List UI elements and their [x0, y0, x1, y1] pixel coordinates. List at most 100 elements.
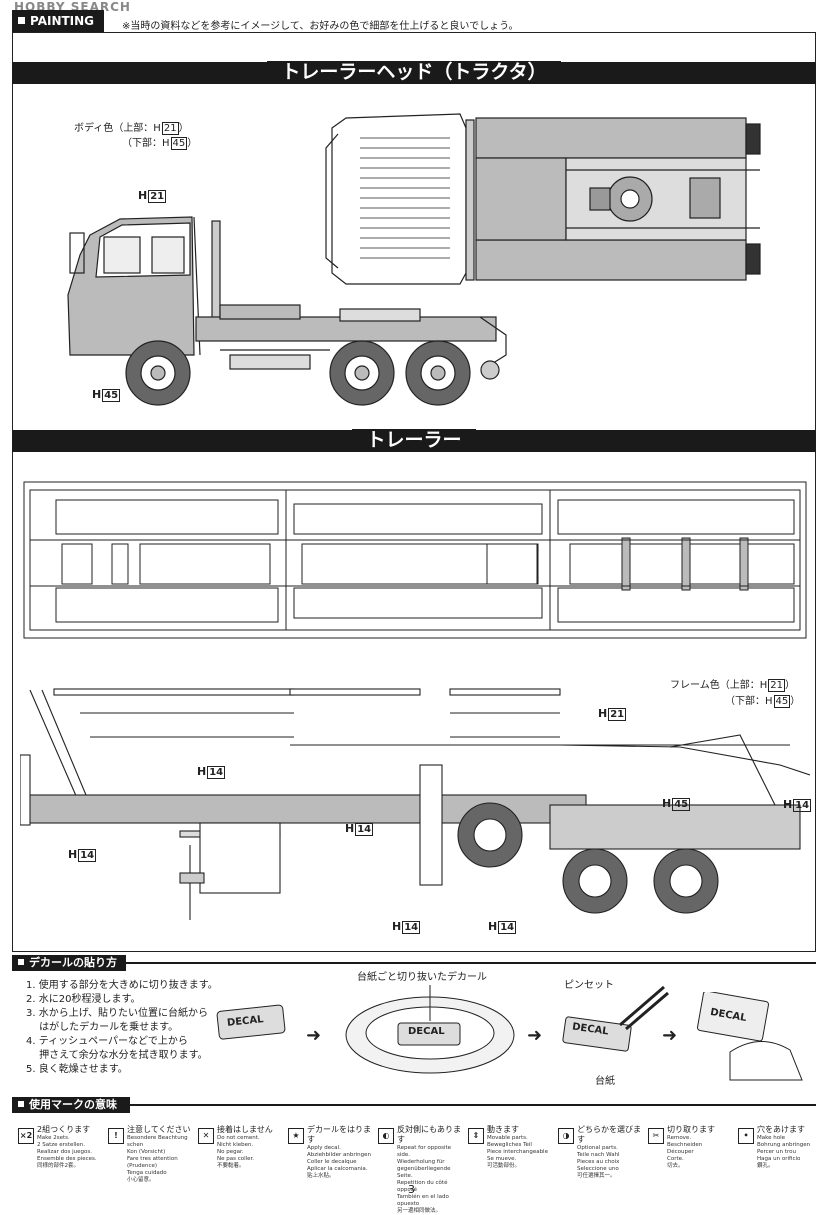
arrow-right-icon: ➜	[527, 1025, 543, 1046]
make-hole-icon: •	[738, 1128, 754, 1144]
mark-title: 動きます	[487, 1125, 519, 1134]
mark-subtitle: Découper	[667, 1149, 694, 1155]
mark-subtitle: 同様的部件2套。	[37, 1163, 79, 1169]
mark-subtitle: Kon (Vorsicht)	[127, 1149, 166, 1155]
mark-subtitle: Seleccione uno	[577, 1166, 619, 1172]
mark-subtitle: Haga un orificio	[757, 1156, 801, 1162]
mark-subtitle: Realizar dos juegos.	[37, 1149, 92, 1155]
mark-title: 穴をあけます	[757, 1125, 805, 1134]
apply-decal-icon: ★	[288, 1128, 304, 1144]
mark-subtitle: 鑽孔。	[757, 1163, 774, 1169]
water-dish-illustration	[345, 985, 515, 1074]
mark-subtitle: 切去。	[667, 1163, 684, 1169]
mark-subtitle: Pieces au choix	[577, 1159, 620, 1165]
mark-title: 切り取ります	[667, 1125, 715, 1134]
marks-tab: 使用マークの意味	[12, 1097, 130, 1113]
mark-subtitle: Bewegliches Teil	[487, 1142, 532, 1148]
painting-note: ※当時の資料などを参考にイメージして、お好みの色で細部を仕上げると良いでしょう。	[122, 21, 519, 32]
mark-subtitle: También en el lado opuesto	[397, 1194, 449, 1207]
mark-subtitle: Tenga cuidado	[127, 1170, 167, 1176]
mark-subtitle: Aplicar la calcomania.	[307, 1166, 368, 1172]
mark-subtitle: 另一邊相同做法。	[397, 1208, 442, 1214]
mark-title: 注意してください	[127, 1125, 191, 1134]
make-two-sets-icon: ×2	[18, 1128, 34, 1144]
mark-title: どちらかを選びます	[577, 1125, 641, 1144]
mark-title: デカールをはります	[307, 1125, 371, 1144]
mark-subtitle: 可任選擇其一。	[577, 1173, 616, 1179]
tweezers-illustration	[562, 985, 669, 1052]
mark-subtitle: 可活動部份。	[487, 1163, 521, 1169]
arrow-right-icon: ➜	[306, 1025, 322, 1046]
decal-sheet-illustration	[216, 1004, 286, 1040]
mark-subtitle: Make hole	[757, 1135, 785, 1141]
mark-subtitle: Se mueve.	[487, 1156, 517, 1162]
trailer-side-view	[20, 688, 810, 920]
mark-subtitle: Nicht kleben.	[217, 1142, 254, 1148]
marks-tab-line	[130, 1104, 816, 1106]
decal-tab: デカールの貼り方	[12, 955, 126, 971]
frame-left	[12, 32, 13, 952]
caution-icon: !	[108, 1128, 124, 1144]
mark-subtitle: Fare tres attention (Prudence)	[127, 1156, 178, 1169]
mark-subtitle: Make 2sets.	[37, 1135, 70, 1141]
mark-subtitle: Besondere Beachtung schen	[127, 1135, 188, 1148]
label-backing: 台紙	[595, 1076, 615, 1087]
mark-subtitle: 小心留意。	[127, 1177, 155, 1183]
mark-title: 反対側にもあります	[397, 1125, 461, 1144]
section-title-trailer: トレーラー	[0, 428, 828, 452]
page-number: 3	[408, 1183, 415, 1196]
decal-steps: 1. 使用する部分を大きめに切り抜きます。 2. 水に20秒程浸します。 3. …	[26, 980, 218, 1075]
tractor-side-view	[67, 216, 507, 406]
mark-subtitle: 不要黏着。	[217, 1163, 245, 1169]
mark-subtitle: Wiederholung für gegenüberliegende Seite…	[397, 1159, 451, 1179]
arrow-right-icon: ➜	[662, 1025, 678, 1046]
movable-icon: ⇕	[468, 1128, 484, 1144]
mark-subtitle: Repetition du côté opposé	[397, 1180, 448, 1193]
mark-subtitle: Remove.	[667, 1135, 692, 1141]
mark-subtitle: Ensemble des pieces.	[37, 1156, 97, 1162]
remove-icon: ✂	[648, 1128, 664, 1144]
mark-subtitle: Piece interchangeable	[487, 1149, 548, 1155]
mark-subtitle: No pegar.	[217, 1149, 244, 1155]
mark-subtitle: Corte.	[667, 1156, 684, 1162]
opposite-side-icon: ◐	[378, 1128, 394, 1144]
optional-icon: ◑	[558, 1128, 574, 1144]
painting-tab: PAINTING	[12, 10, 104, 32]
mark-subtitle: Movable parts.	[487, 1135, 528, 1141]
label-tweezers: ピンセット	[564, 980, 614, 991]
no-cement-icon: ✕	[198, 1128, 214, 1144]
mark-subtitle: Do not cement.	[217, 1135, 260, 1141]
mark-subtitle: Percer un trou	[757, 1149, 796, 1155]
decal-word-2: DECAL	[408, 1026, 445, 1037]
mark-subtitle: Repeat for opposite side.	[397, 1145, 452, 1158]
mark-subtitle: Abziehbilder anbringen	[307, 1152, 371, 1158]
mark-subtitle: Teile nach Wahl	[577, 1152, 620, 1158]
mark-subtitle: Coller le decalque	[307, 1159, 357, 1165]
mark-subtitle: Bohrung anbringen	[757, 1142, 811, 1148]
mark-subtitle: Apply decal.	[307, 1145, 341, 1151]
frame-bottom	[12, 951, 816, 952]
wipe-illustration	[697, 992, 803, 1081]
mark-subtitle: 贴上水贴。	[307, 1173, 335, 1179]
decal-tab-line	[126, 962, 816, 964]
section-title-head: トレーラーヘッド（トラクタ）	[0, 60, 828, 84]
label-sheet-cut: 台紙ごと切り抜いたデカール	[357, 972, 487, 983]
